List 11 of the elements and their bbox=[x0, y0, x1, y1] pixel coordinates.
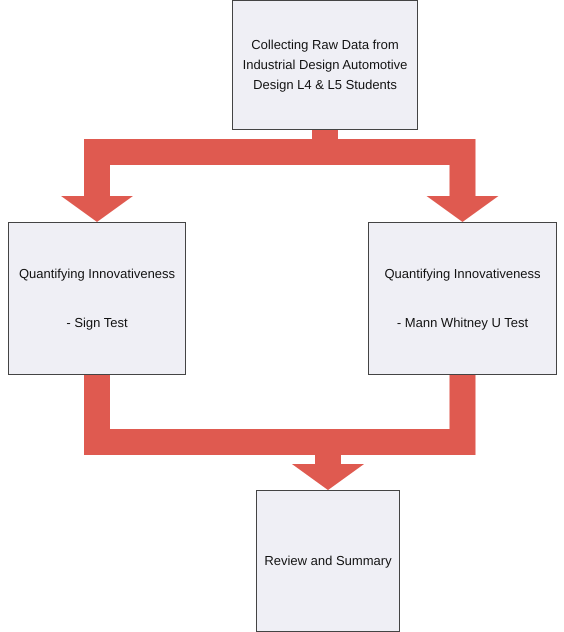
arrow bbox=[292, 375, 476, 490]
box-title: Quantifying Innovativeness bbox=[384, 265, 541, 284]
process-box bbox=[256, 490, 400, 632]
box-text: - Sign Test bbox=[66, 314, 128, 332]
process-box bbox=[232, 0, 418, 130]
box-title: Review and Summary bbox=[264, 552, 392, 570]
box-title: Quantifying Innovativeness bbox=[18, 265, 176, 284]
process-box bbox=[8, 222, 186, 375]
process-box bbox=[368, 222, 557, 375]
box-text: - Mann Whitney U Test bbox=[396, 314, 528, 332]
box-title: Collecting Raw Data from Industrial Design Automotive Design L4 & L5 Students bbox=[242, 36, 408, 94]
